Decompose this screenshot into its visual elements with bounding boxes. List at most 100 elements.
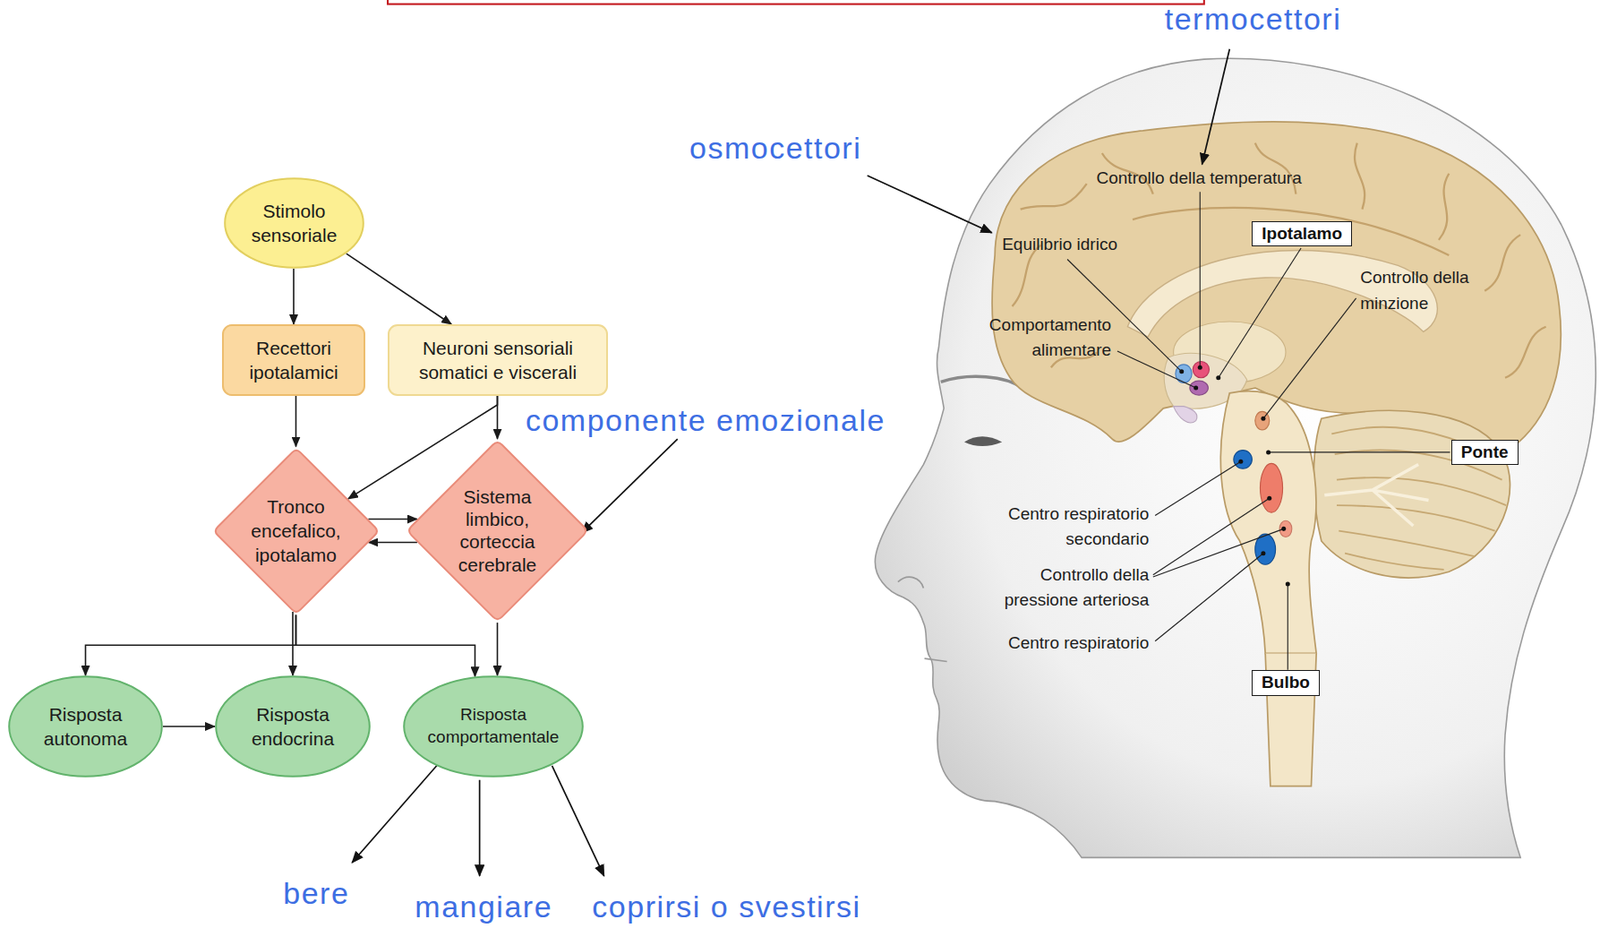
part-label: Equilibrio idrico	[1001, 231, 1118, 258]
fold-line	[1484, 234, 1521, 291]
leader-dot	[1266, 449, 1271, 454]
leader-dot	[1215, 375, 1221, 380]
folia-line	[1338, 530, 1475, 557]
sensory-neuron-box: Neuroni sensoriali somatici e viscerali	[387, 324, 608, 396]
leader-line	[1287, 583, 1289, 670]
fold-line	[1020, 183, 1087, 209]
fold-line	[1132, 207, 1449, 256]
behaviour-label: bere	[282, 874, 350, 912]
head-outline	[874, 58, 1596, 857]
part-label: Centro respiratorio secondario	[983, 501, 1149, 553]
title-frame	[387, 0, 1205, 5]
leader-dot	[1266, 496, 1272, 501]
behaviour-label: coprirsi o svestirsi	[591, 888, 861, 925]
part-label: Controllo della minzione	[1360, 265, 1472, 317]
node-text: Tronco encefalico, ipotalamo	[247, 494, 344, 568]
shape-layer	[402, 675, 584, 778]
structure-name-box: Bulbo	[1251, 669, 1320, 696]
part-label: Controllo della temperatura	[1096, 165, 1302, 192]
pituitary	[1173, 406, 1198, 423]
leader-line	[1268, 451, 1451, 453]
shape-outline	[224, 178, 364, 268]
node-text: Neuroni sensoriali somatici e viscerali	[402, 335, 595, 386]
connector-arrow	[346, 253, 452, 325]
arbor-vitae	[1324, 464, 1429, 526]
shape-layer	[405, 438, 590, 623]
callout-arrow	[581, 438, 678, 533]
nostril	[898, 576, 924, 588]
shape-outline	[388, 325, 608, 395]
callout-arrow	[1202, 49, 1231, 165]
leader-line	[1263, 298, 1357, 419]
part-label: Comportamento alimentare	[976, 312, 1112, 364]
leader-dot	[1260, 416, 1266, 421]
node-text: Sistema limbico, corteccia cerebrale	[452, 485, 542, 576]
receptor-label: termocettori	[1164, 0, 1343, 38]
behaviour-label: mangiare	[414, 888, 553, 925]
leader-line	[1155, 461, 1241, 515]
shape-layer	[214, 675, 371, 778]
leader-line	[1199, 191, 1201, 368]
receptor-label: osmocettori	[689, 129, 862, 167]
response-ellipse: Risposta endocrina	[214, 675, 371, 778]
folia-line	[1344, 553, 1445, 570]
cerebellum	[1313, 410, 1510, 578]
callout-arrow	[867, 175, 993, 233]
shape-outline	[8, 675, 163, 777]
node-text: Stimolo sensoriale	[240, 198, 349, 249]
node-text: Risposta autonoma	[32, 701, 140, 752]
eye	[964, 436, 1002, 446]
structure-name-box: Ponte	[1451, 439, 1519, 466]
leader-dots	[1179, 365, 1291, 587]
leader-dot	[1281, 526, 1286, 531]
leader-line	[1117, 350, 1197, 388]
node-text: Recettori ipotalamici	[235, 335, 352, 386]
fold-line	[1438, 173, 1449, 240]
structure-name-box: Ipotalamo	[1251, 221, 1352, 248]
blood-pressure-centre	[1259, 462, 1283, 513]
leader-dot	[1179, 368, 1184, 374]
leader-dot	[1285, 581, 1291, 586]
integration-diamond: Tronco encefalico, ipotalamo	[212, 446, 381, 616]
receptor-box: Recettori ipotalamici	[222, 324, 366, 396]
part-label: Controllo della pressione arteriosa	[992, 562, 1149, 614]
note-label: componente emozionale	[525, 402, 886, 439]
connector-arrow	[496, 395, 499, 439]
fold-line	[1505, 326, 1547, 378]
connector-arrow	[295, 395, 298, 447]
response-ellipse: Risposta comportamentale	[402, 675, 584, 778]
node-text: Risposta comportamentale	[415, 703, 573, 748]
connector-arrow	[292, 268, 295, 325]
shape-outline	[215, 675, 370, 777]
connector-arrow	[291, 611, 294, 676]
shape-layer	[8, 675, 163, 778]
blood-pressure-centre	[1279, 520, 1292, 537]
connector-arrow	[85, 614, 297, 676]
leader-dot	[1193, 385, 1198, 391]
connector-arrow	[367, 541, 418, 544]
shape-layer	[387, 324, 608, 396]
box-text: Ponte	[1461, 441, 1509, 464]
shape-outline	[222, 325, 365, 395]
temperature-centre	[1192, 360, 1209, 377]
brainstem	[1220, 391, 1317, 654]
mouth	[924, 658, 948, 661]
connector-arrow	[296, 614, 476, 676]
shape-layer	[222, 324, 366, 396]
box-text: Bulbo	[1261, 671, 1310, 694]
secondary-respiratory-centre	[1233, 450, 1253, 470]
shape-outline	[409, 442, 586, 619]
leader-line	[1155, 553, 1264, 642]
stimulus-ellipse: Stimolo sensoriale	[223, 177, 365, 269]
feeding-centre	[1189, 380, 1209, 395]
fold-line	[1354, 143, 1365, 210]
callout-arrow	[351, 765, 437, 863]
callout-arrow	[552, 765, 605, 876]
leader-line	[1218, 248, 1301, 378]
response-ellipse: Risposta autonoma	[8, 675, 163, 778]
fold-line	[1012, 245, 1042, 307]
box-text: Ipotalamo	[1261, 222, 1343, 246]
node-text: Risposta endocrina	[239, 701, 347, 752]
leader-dot	[1197, 365, 1203, 370]
